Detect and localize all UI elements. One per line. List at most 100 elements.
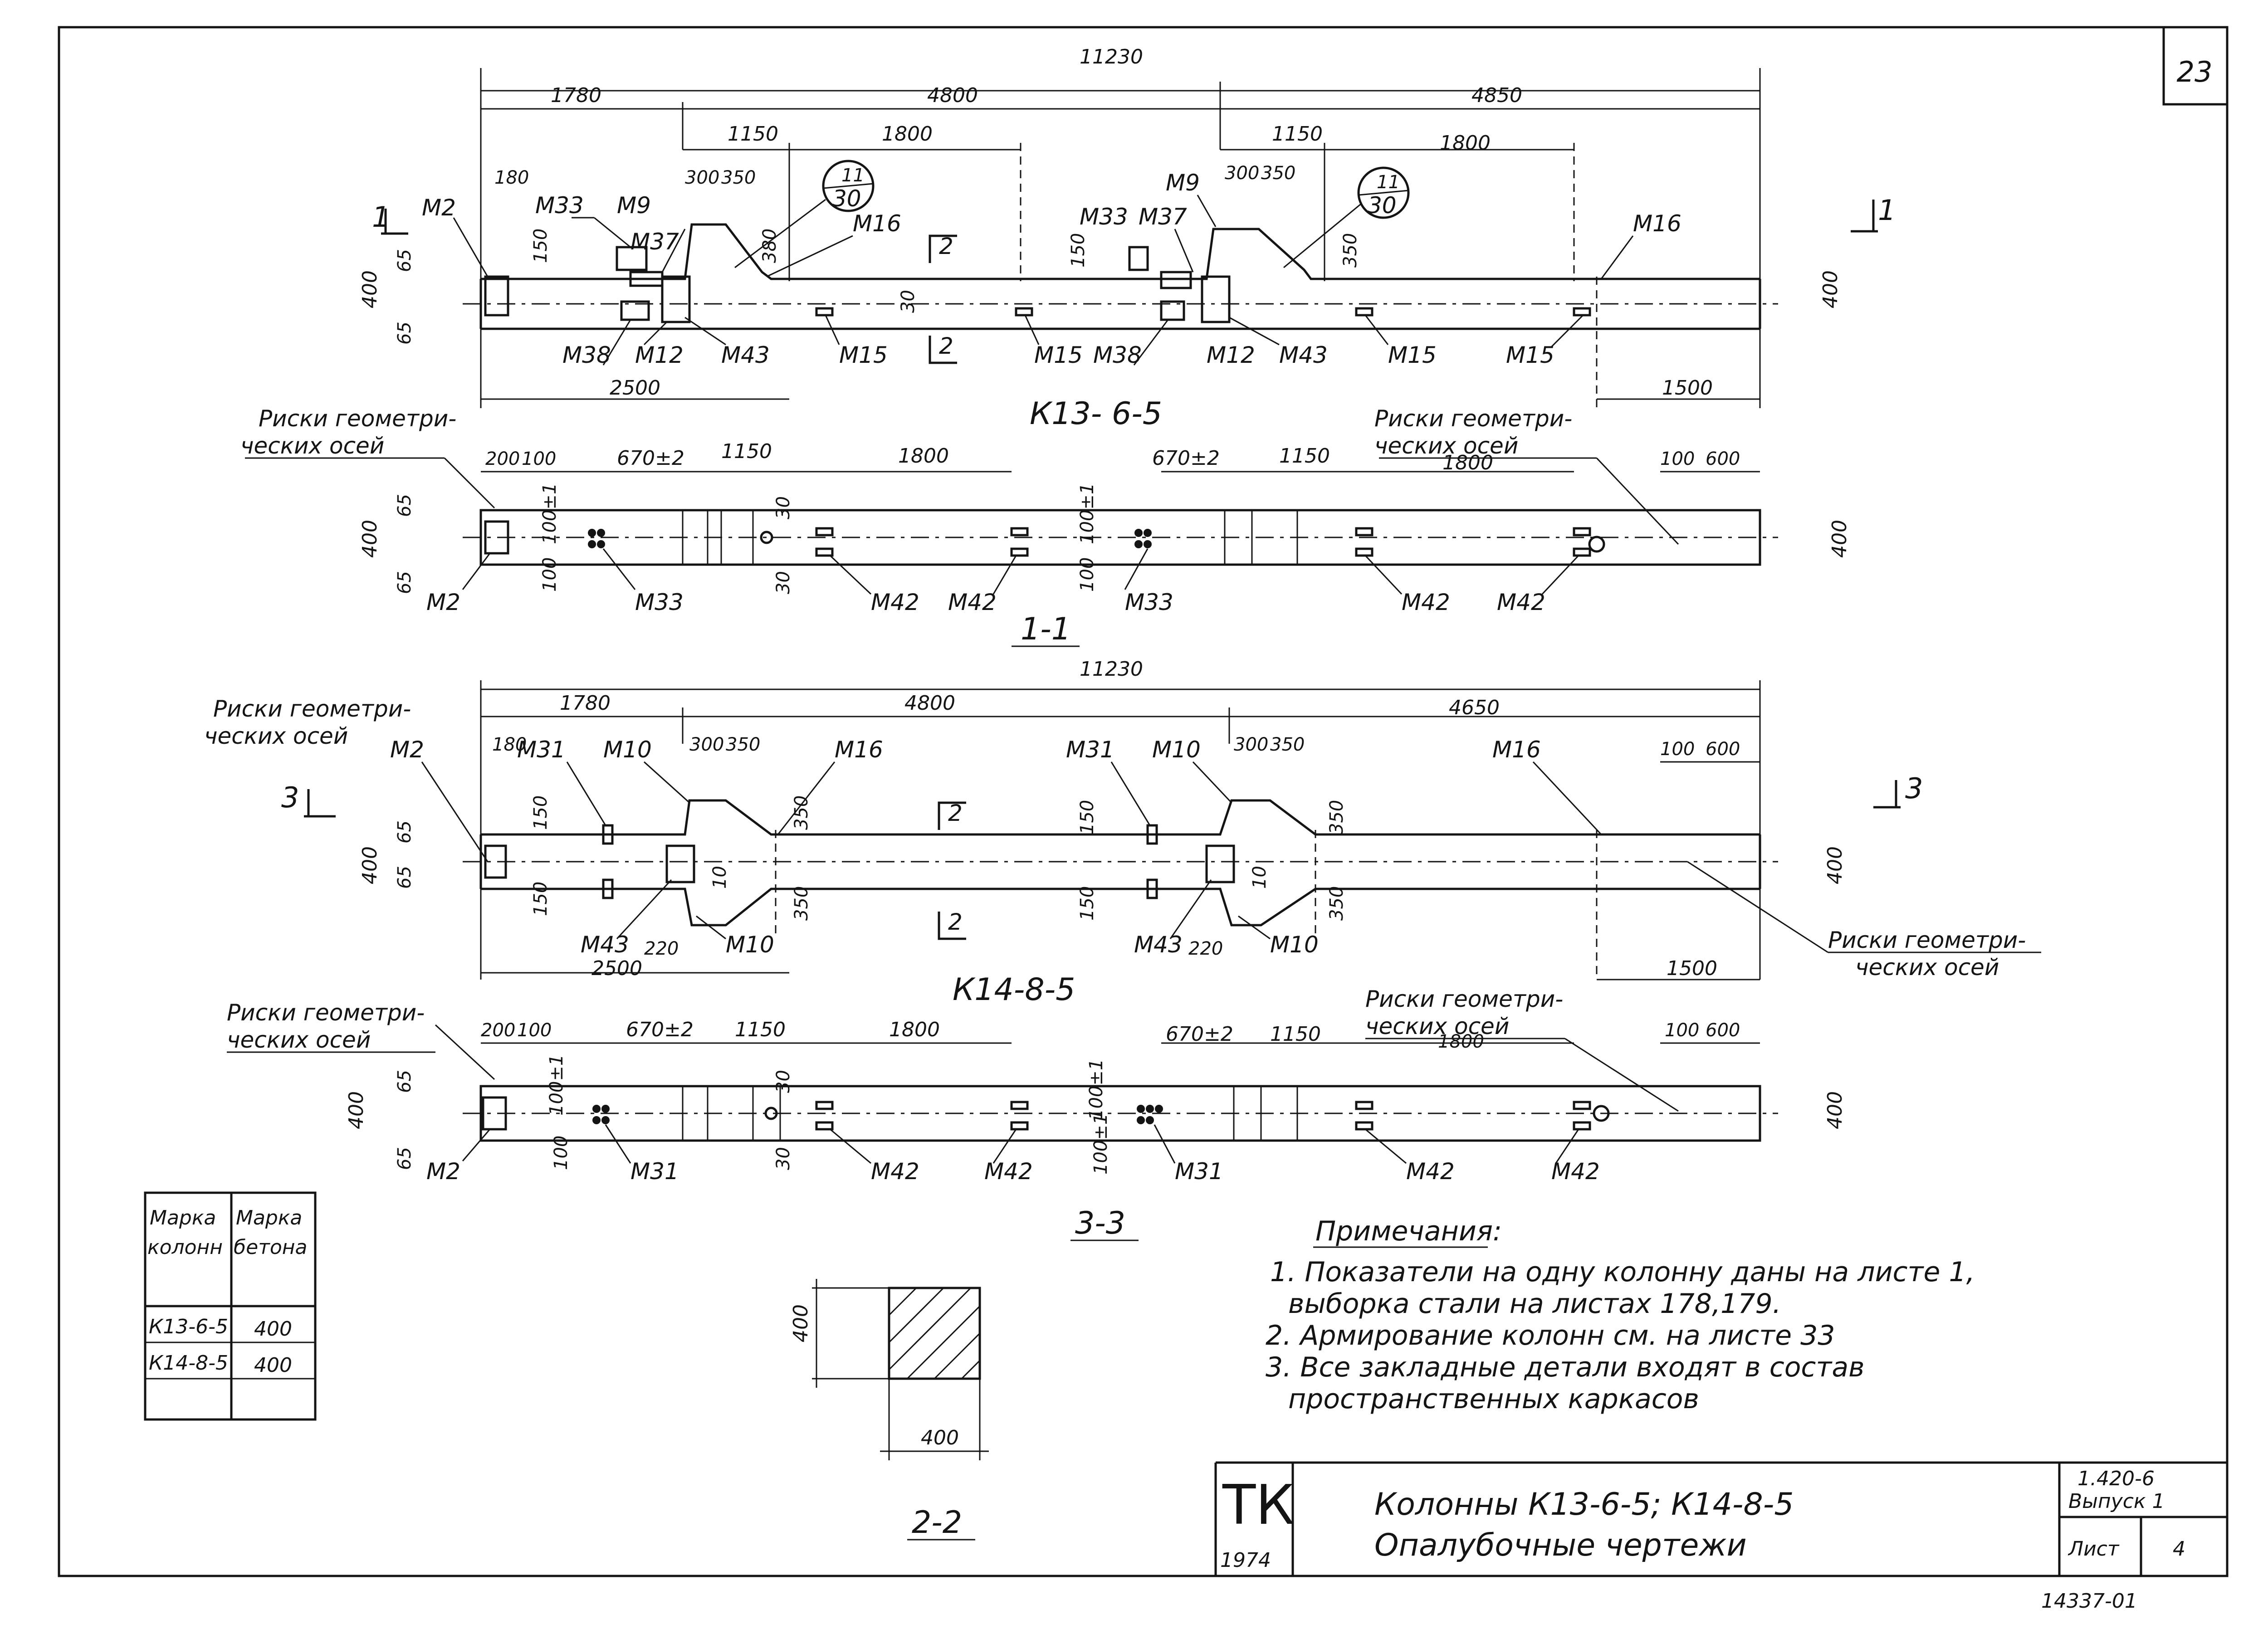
v3-m42-a1 [815, 1101, 834, 1110]
v1-m33-dot-1 [588, 529, 596, 537]
mid-dim-350b: 350 [791, 886, 812, 921]
v3-m42-a2 [815, 1121, 834, 1131]
mid-dim-350a: 350 [726, 734, 760, 755]
v1-m33-dot-4 [597, 540, 605, 548]
mid-m31-plate-b [602, 878, 614, 899]
v3-dim-400-right: 400 [1823, 1091, 1847, 1129]
mid-dim-400-left: 400 [358, 846, 381, 884]
mark-m2: M2 [422, 195, 456, 221]
section-2-2: 400 400 2-2 [789, 1279, 989, 1541]
tb-sheet-value: 4 [2173, 1537, 2185, 1561]
v1-dim-1150a: 1150 [721, 440, 772, 463]
v3-m31-dot-4 [601, 1116, 610, 1124]
v1-dim-30-top: 30 [773, 496, 794, 519]
v1-leader-m2 [462, 553, 491, 590]
mid-leader-m10d [1238, 915, 1271, 940]
v1-mark-m42b: M42 [948, 589, 997, 615]
v1-m42-d2 [1573, 547, 1591, 557]
mid-mark-m10d: M10 [1270, 932, 1319, 958]
v1-mark-m33b: M33 [1125, 589, 1173, 615]
dim-300b: 300 [1225, 163, 1259, 184]
embed-m33b-plate [1128, 246, 1149, 271]
tb-sheet-label: Лист [2068, 1537, 2120, 1561]
embed-m38-plate [620, 300, 650, 321]
leader-m16b [1600, 235, 1634, 279]
v3-leader-m31b [1154, 1124, 1176, 1164]
v3-risk-label-2b: ческих осей [1365, 1013, 1509, 1039]
v3-m31-dot-3 [592, 1116, 601, 1124]
v3-dim-400-left: 400 [345, 1091, 368, 1129]
mid-mark-m43a: M43 [581, 932, 629, 958]
risk-label-2a: Риски геометри- [1374, 405, 1572, 432]
mid-dim-150a: 150 [530, 795, 551, 830]
notes-heading: Примечания: [1315, 1215, 1502, 1247]
leader-m15d [1550, 314, 1584, 348]
v1-dim-1150b: 1150 [1279, 444, 1330, 468]
v3-m31b-dot-3 [1155, 1105, 1163, 1113]
v1-dim-65-lower: 65 [394, 571, 415, 594]
label-k13: К13- 6-5 [1030, 396, 1162, 432]
risk-label-1b: ческих осей [240, 433, 384, 459]
v3-risk-label-1a: Риски геометри- [227, 1000, 425, 1026]
v3-hole-right [1593, 1105, 1610, 1122]
sec-dim-400-h: 400 [789, 1304, 812, 1342]
mid-dim-overall: 11230 [1080, 658, 1143, 681]
mid-leader-m43a [616, 879, 672, 940]
v1-m33-dot-3 [588, 540, 596, 548]
v1-dim-100d: 100 [1077, 557, 1098, 592]
mark-m37a: M37 [631, 229, 679, 255]
v1-m42-b2 [1010, 547, 1029, 557]
mid-dim-4650: 4650 [1449, 696, 1500, 719]
v3-mark-m31a: M31 [631, 1158, 679, 1185]
leader-m16a [766, 235, 853, 278]
v1-m42-c1 [1355, 527, 1374, 537]
cut-3-left-num: 3 [281, 781, 299, 814]
table-r1-c2: 400 [254, 1317, 292, 1341]
mid-cut-2-top: 2 [948, 800, 963, 826]
dim-1780: 1780 [551, 84, 601, 107]
mid-leader-m16a [777, 761, 836, 835]
v3-mark-m42b: M42 [984, 1158, 1033, 1185]
mid-m43-plate-a [665, 844, 695, 883]
dim-380: 380 [759, 229, 780, 263]
note-line-1: 1. Показатели на одну колонну даны на ли… [1270, 1256, 1975, 1288]
v1-dim-100a: 100±1 [539, 483, 560, 544]
grade-table: Марка колонн Марка бетона К13-6-5 400 К1… [144, 1191, 317, 1421]
table-h2-a: Марка [236, 1206, 302, 1229]
v3-dim-100c: 100±1 [1086, 1059, 1107, 1120]
cut-2-bottom-arrow [929, 336, 957, 364]
k14-bottom-outline [481, 888, 1760, 927]
v1-mark-m33a: M33 [635, 589, 684, 615]
v1-dim-1800a: 1800 [898, 444, 949, 468]
v3-m42-d1 [1573, 1101, 1591, 1110]
callout-circle-a [822, 160, 875, 212]
dim-350: 350 [1340, 233, 1361, 268]
v1-dim-400-left: 400 [358, 520, 381, 558]
sheet-number-box [2162, 26, 2229, 106]
hatch-5 [934, 1332, 981, 1380]
v3-m31b-dot-5 [1146, 1116, 1154, 1124]
view-1-1: Риски геометри- ческих осей Риски геомет… [240, 405, 1851, 647]
v1-m42-a2 [815, 547, 834, 557]
v3-m42-d2 [1573, 1121, 1591, 1131]
v1-m42-a1 [815, 527, 834, 537]
v1-dim-65-upper: 65 [394, 494, 415, 517]
dim-400-left: 400 [358, 270, 381, 308]
mid-dim-350b: 350 [1270, 734, 1305, 755]
dim-300a: 300 [685, 167, 719, 188]
mid-dim-150d: 150 [1077, 886, 1098, 921]
leader-m9a [661, 229, 686, 273]
mid-cut-2-top-arrow [938, 801, 966, 830]
mid-mark-m10a: M10 [603, 737, 652, 763]
mid-leader-m10a [643, 761, 690, 804]
v1-mark-m42c: M42 [1402, 589, 1450, 615]
leader-m33a [594, 217, 631, 248]
v3-m31b-dot-2 [1146, 1105, 1154, 1113]
v1-dim-100-end: 100 [1660, 449, 1695, 469]
v3-risk-label-2a: Риски геометри- [1365, 986, 1563, 1012]
mid-dim-10b: 10 [1249, 866, 1270, 889]
v3-m42-b2 [1010, 1121, 1029, 1131]
v1-dim-100c: 100±1 [1077, 483, 1098, 544]
v1-dim-670a: 670±2 [617, 447, 684, 470]
tb-issue: Выпуск 1 [2068, 1490, 2165, 1513]
